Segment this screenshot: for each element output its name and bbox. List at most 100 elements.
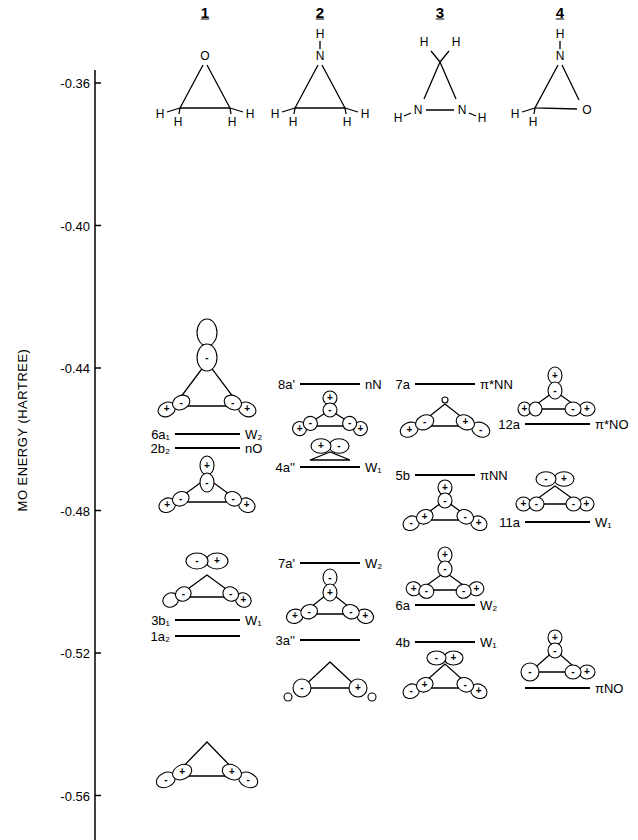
ch-bonds <box>431 51 449 62</box>
phase-sign: - <box>229 589 232 599</box>
orbital-label: π*NO <box>595 418 629 431</box>
column-number: 3 <box>436 5 444 20</box>
orbital-lobe <box>565 402 581 416</box>
phase-sign: + <box>327 588 333 598</box>
level-line <box>300 383 360 385</box>
phase-sign: - <box>349 607 352 617</box>
orbital-lobe <box>455 675 476 695</box>
orbital-lobe <box>311 439 331 453</box>
atom-label: H <box>556 28 565 40</box>
orbital-lobe <box>200 473 214 492</box>
atom-label: H <box>361 108 370 120</box>
orbital-lobe <box>455 507 476 527</box>
phase-sign: + <box>244 500 250 510</box>
orbital-lobe <box>368 693 376 701</box>
phase-sign: + <box>318 441 324 451</box>
phase-sign: - <box>246 775 249 785</box>
orbital-lobe <box>414 675 435 695</box>
orbital-lobe <box>173 584 193 604</box>
phase-sign: + <box>442 550 448 560</box>
phase-sign: + <box>476 686 482 696</box>
phase-sign: - <box>232 494 235 504</box>
orbital-lobe <box>222 392 244 412</box>
orbital-lobe <box>413 412 436 433</box>
orbital-lobe <box>170 761 194 783</box>
phase-sign: + <box>522 404 528 414</box>
phase-sign: - <box>479 425 482 435</box>
ring-bonds <box>295 65 345 108</box>
tick-mark <box>95 82 101 84</box>
phase-sign: + <box>476 518 482 528</box>
orbital-label: 2b₂ <box>150 442 170 455</box>
atom-label: H <box>529 116 538 128</box>
phase-sign: - <box>179 494 182 504</box>
orbital-lobe <box>293 679 311 697</box>
orbital-lobe <box>554 472 574 486</box>
phase-sign: - <box>180 398 183 408</box>
phase-sign: - <box>571 667 574 677</box>
tick-mark <box>95 510 101 512</box>
orbital-label: 7a' <box>278 557 295 570</box>
orbital-lobe <box>206 553 228 569</box>
atom-label: H <box>271 108 280 120</box>
phase-sign: - <box>300 683 303 693</box>
orbital-lobe <box>323 584 337 601</box>
orbital-lobe <box>438 561 452 577</box>
tick-label: -0.56 <box>60 789 90 802</box>
phase-sign: + <box>362 611 368 621</box>
phase-sign: - <box>348 418 351 428</box>
atom-label: N <box>414 104 423 116</box>
phase-sign: + <box>240 595 246 605</box>
column-number: 2 <box>316 5 324 20</box>
axis-line <box>94 70 96 840</box>
orbital-label: 1a₂ <box>150 630 170 643</box>
phase-sign: + <box>422 512 428 522</box>
phase-sign: - <box>307 607 310 617</box>
orbital-lobe <box>323 391 337 405</box>
phase-sign: + <box>164 500 170 510</box>
orbital-lobe <box>566 497 581 511</box>
orbital-lobe <box>220 761 244 783</box>
orbital-lobe <box>299 603 319 621</box>
nh-bond <box>319 41 320 49</box>
tick-mark <box>95 367 101 369</box>
column-number: 4 <box>556 5 564 20</box>
ring-frame <box>310 452 350 460</box>
phase-sign: - <box>535 499 538 509</box>
orbital-frames <box>174 362 580 776</box>
orbital-label: 8a' <box>278 378 295 391</box>
orbital-lobes <box>154 319 595 791</box>
phase-sign: + <box>451 653 457 663</box>
axis-title: MO ENERGY (HARTREE) <box>16 349 29 512</box>
tick-label: -0.52 <box>60 647 90 660</box>
level-line <box>415 604 475 606</box>
orbital-lobe <box>200 456 214 475</box>
orbital-label: 3a'' <box>276 634 295 647</box>
phase-sign: - <box>182 589 185 599</box>
orbital-lobe <box>418 583 435 600</box>
phase-sign: - <box>571 404 574 414</box>
energy-levels <box>175 384 590 688</box>
orbital-label: 6a₁ <box>151 428 170 441</box>
tick-mark <box>95 652 101 654</box>
atom-label: H <box>228 116 237 128</box>
orbital-lobe <box>341 603 361 621</box>
atom-label: H <box>156 108 165 120</box>
orbital-lobe <box>301 414 320 433</box>
phase-sign: + <box>473 584 479 594</box>
phase-sign: - <box>328 573 331 583</box>
level-line <box>175 447 240 449</box>
phase-sign: + <box>442 483 448 493</box>
orbital-label: nN <box>365 378 382 391</box>
orbital-lobe <box>455 583 472 600</box>
orbital-lobe <box>548 643 562 658</box>
orbital-label: πNO <box>595 682 623 695</box>
phase-sign: - <box>553 646 556 656</box>
orbital-lobe <box>454 412 477 433</box>
phase-sign: + <box>406 425 412 435</box>
phase-sign: + <box>297 424 303 434</box>
orbital-label: 4a'' <box>276 461 295 474</box>
